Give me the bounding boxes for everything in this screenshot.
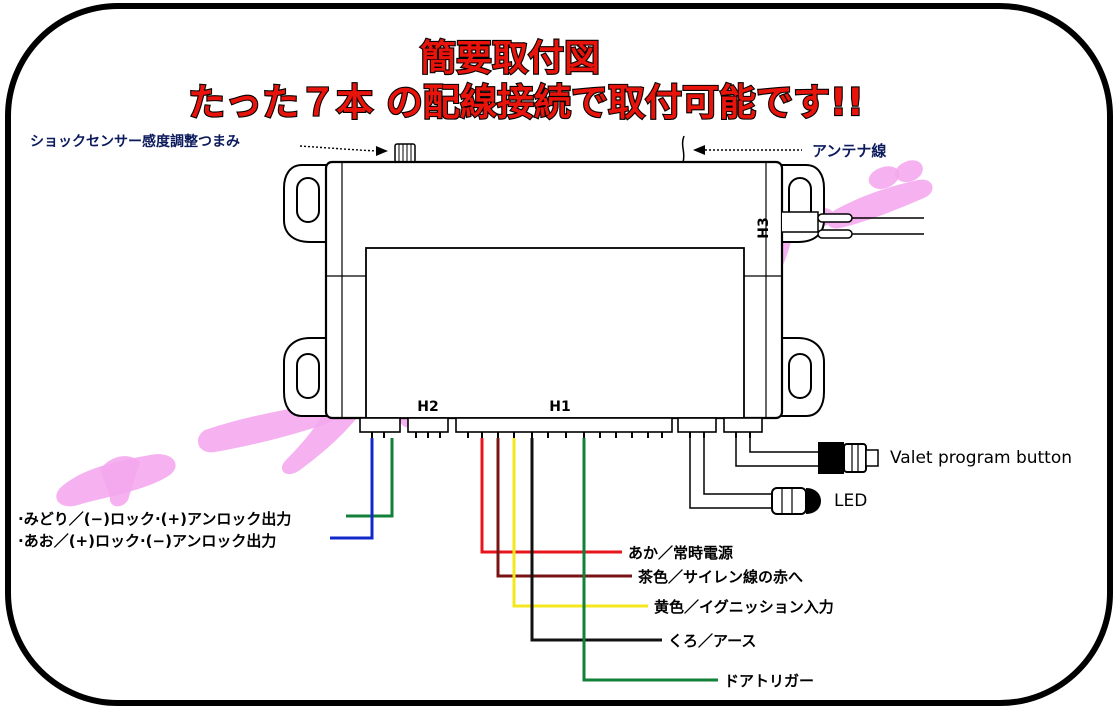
wire-label-brown: 茶色／サイレン線の赤へ	[638, 568, 803, 586]
shock-sensor-leader	[299, 145, 379, 152]
connector-led	[677, 417, 717, 433]
valet-button-icon	[818, 442, 879, 474]
shock-sensor-knob	[394, 143, 416, 163]
led-label: LED	[834, 491, 867, 511]
wire-label-blue: ·あお／(+)ロック·(−)アンロック出力	[18, 532, 276, 550]
wire-label-black: くろ／アース	[668, 632, 756, 650]
antenna-label: アンテナ線	[812, 142, 886, 160]
wire-green-left	[346, 438, 394, 518]
wire-valet-b	[749, 438, 818, 453]
wire-blue-left	[330, 438, 374, 540]
wire-label-red: あか／常時電源	[628, 544, 733, 562]
title-line-2: たった７本 の配線接続で取付可能です!!	[188, 81, 864, 124]
pin-stubs	[371, 432, 751, 438]
shock-sensor-label: ショックセンサー感度調整つまみ	[30, 133, 240, 150]
h2-label: H2	[417, 399, 438, 415]
alarm-unit	[283, 160, 825, 420]
h3-plug-bottom	[817, 229, 853, 239]
wire-yellow	[512, 438, 648, 608]
h3-plug-top	[817, 213, 853, 223]
wire-red	[480, 438, 622, 554]
connector-h1	[455, 417, 673, 433]
shock-sensor-arrow-icon	[376, 146, 388, 156]
h1-label: H1	[549, 399, 570, 415]
wire-label-green: ·みどり／(−)ロック·(+)アンロック出力	[18, 510, 291, 528]
connector-h2	[407, 417, 449, 433]
wire-green-door	[582, 438, 718, 682]
wire-led-a	[689, 438, 772, 509]
wire-label-yellow: 黄色／イグニッション入力	[654, 598, 834, 616]
connector-valet	[723, 417, 763, 433]
wire-label-door-trigger: ドアトリガー	[724, 672, 814, 690]
title-line-1: 簡要取付図	[420, 38, 600, 79]
valet-label: Valet program button	[890, 448, 1072, 468]
antenna-arrow-icon	[693, 145, 705, 155]
connector-left	[359, 417, 401, 433]
h3-label: H3	[756, 217, 772, 238]
wire-brown	[496, 438, 632, 578]
led-icon	[771, 487, 821, 515]
wire-led-b	[703, 438, 772, 495]
wire-black	[530, 438, 662, 642]
wire-valet-a	[735, 438, 818, 467]
antenna-wire	[681, 135, 685, 163]
